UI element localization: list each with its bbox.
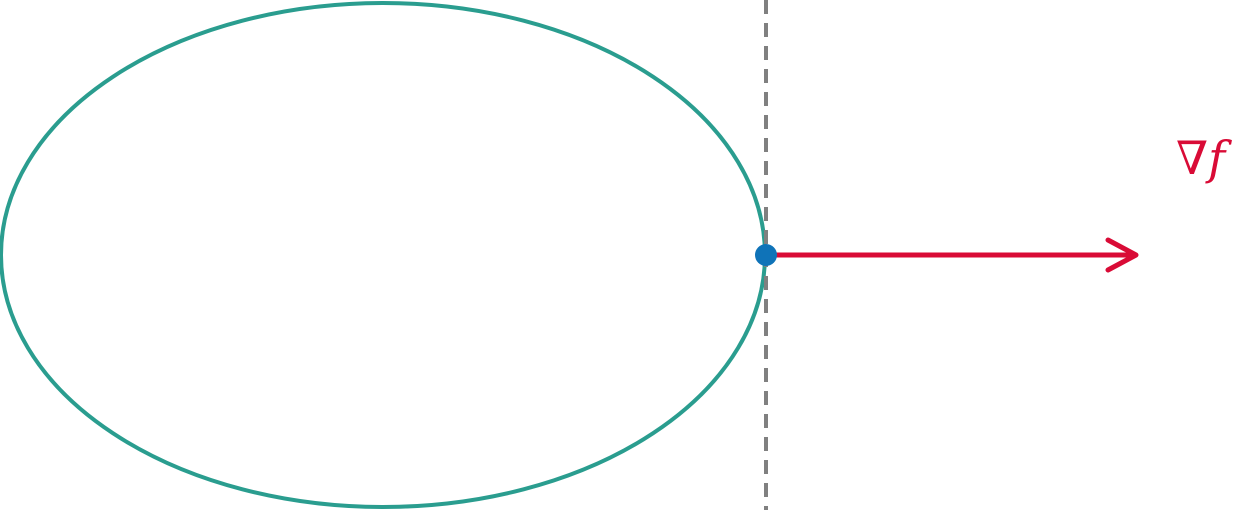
gradient-arrow-head (1105, 237, 1139, 273)
level-set-ellipse (0, 1, 767, 509)
gradient-label: ∇f (1176, 131, 1232, 185)
tangent-point (755, 244, 777, 266)
